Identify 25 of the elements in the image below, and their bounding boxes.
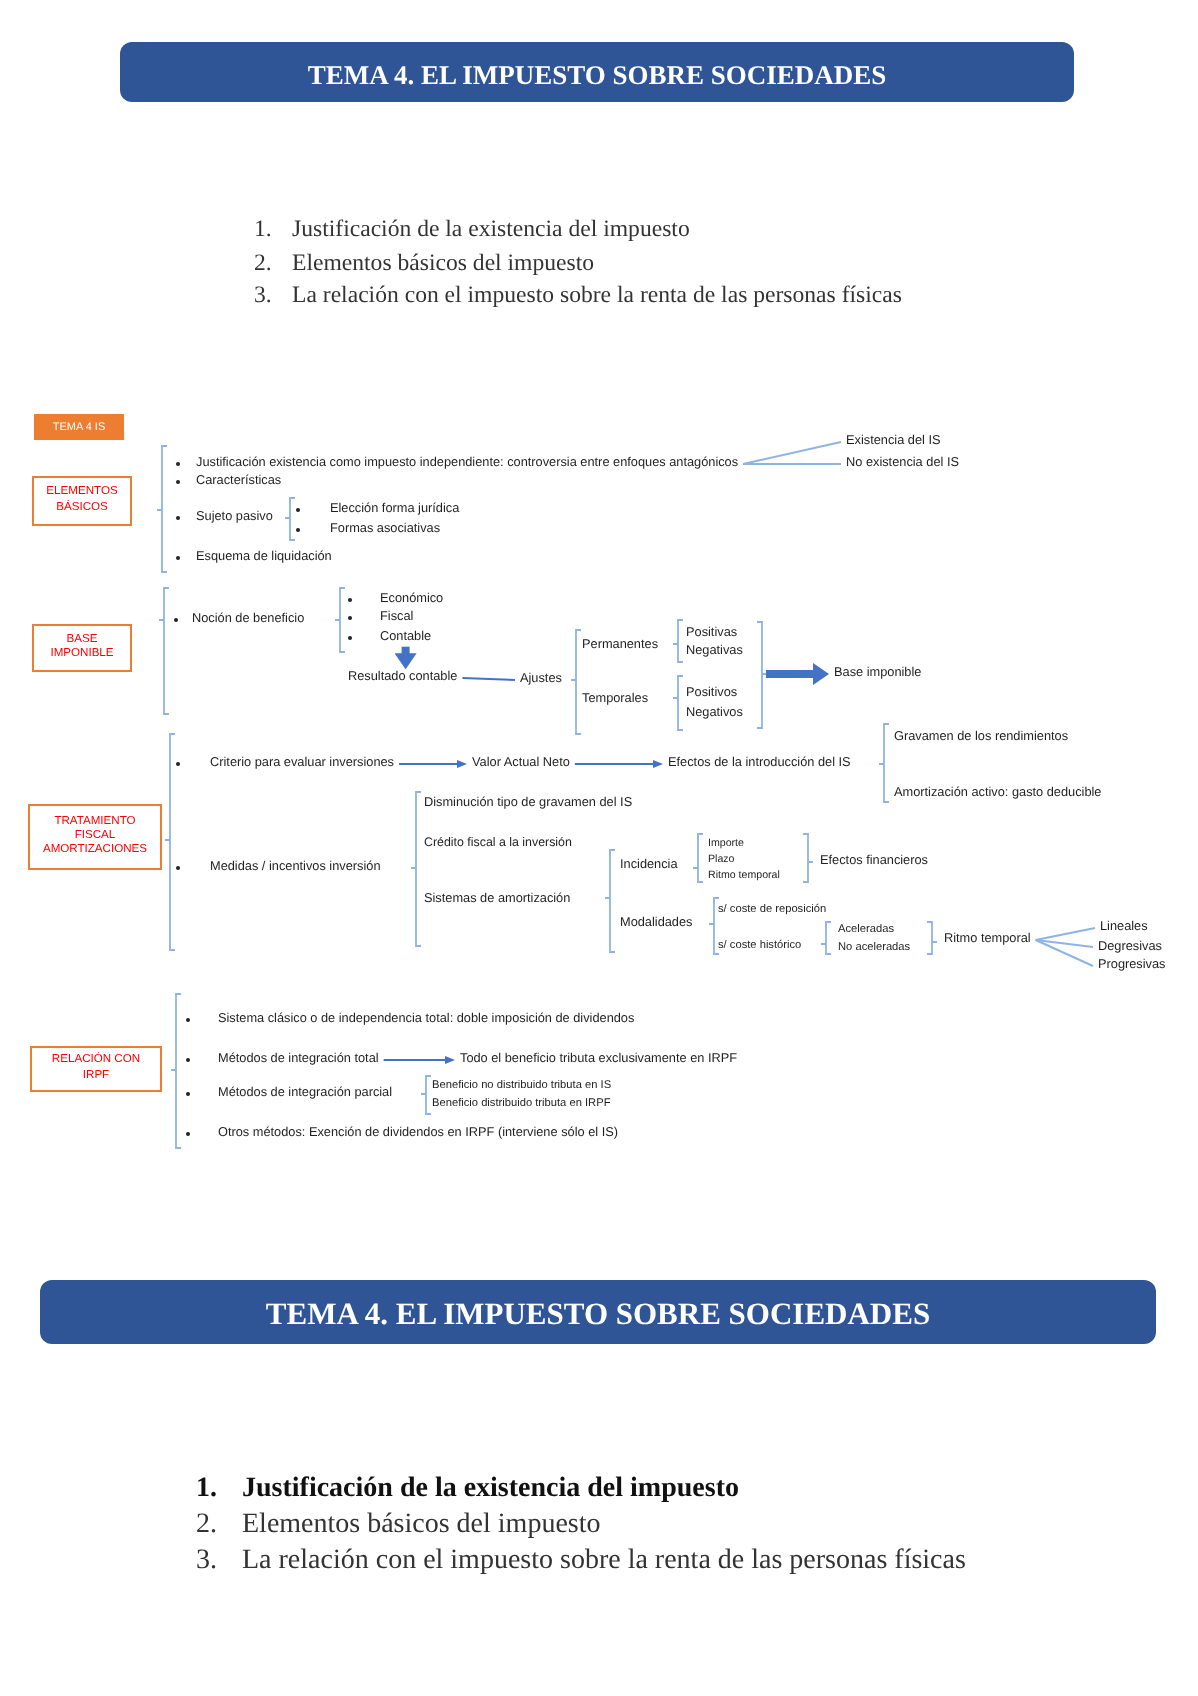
connector-line: [1034, 939, 1094, 967]
list-number: 2.: [196, 1509, 217, 1543]
list-item: Justificación de la existencia del impuesto: [292, 213, 690, 243]
connector-line: [461, 677, 516, 681]
arrow: [766, 663, 829, 685]
list-item: Elementos básicos del impuesto: [242, 1509, 601, 1543]
connector-line: [742, 441, 842, 465]
arrow: [382, 1056, 455, 1064]
list-number: 3.: [254, 280, 272, 310]
connector-line: [1034, 939, 1094, 948]
title-banner: TEMA 4. EL IMPUESTO SOBRE SOCIEDADES: [120, 42, 1074, 102]
arrow: [398, 760, 467, 768]
list-item: Elementos básicos del impuesto: [292, 247, 595, 277]
list-item: La relación con el impuesto sobre la renta de las personas físicas: [292, 280, 902, 310]
list-number: 1.: [196, 1473, 217, 1507]
list-item: La relación con el impuesto sobre la renta de las personas físicas: [242, 1545, 966, 1579]
list-number: 3.: [196, 1545, 217, 1579]
list-number: 1.: [254, 213, 272, 243]
title-banner: TEMA 4. EL IMPUESTO SOBRE SOCIEDADES: [40, 1280, 1156, 1344]
connector-line: [742, 463, 842, 465]
connector-line: [1034, 927, 1096, 941]
list-item: Justificación de la existencia del impuesto: [242, 1473, 739, 1507]
list-number: 2.: [254, 247, 272, 277]
arrow: [394, 646, 417, 670]
arrow: [573, 760, 663, 768]
